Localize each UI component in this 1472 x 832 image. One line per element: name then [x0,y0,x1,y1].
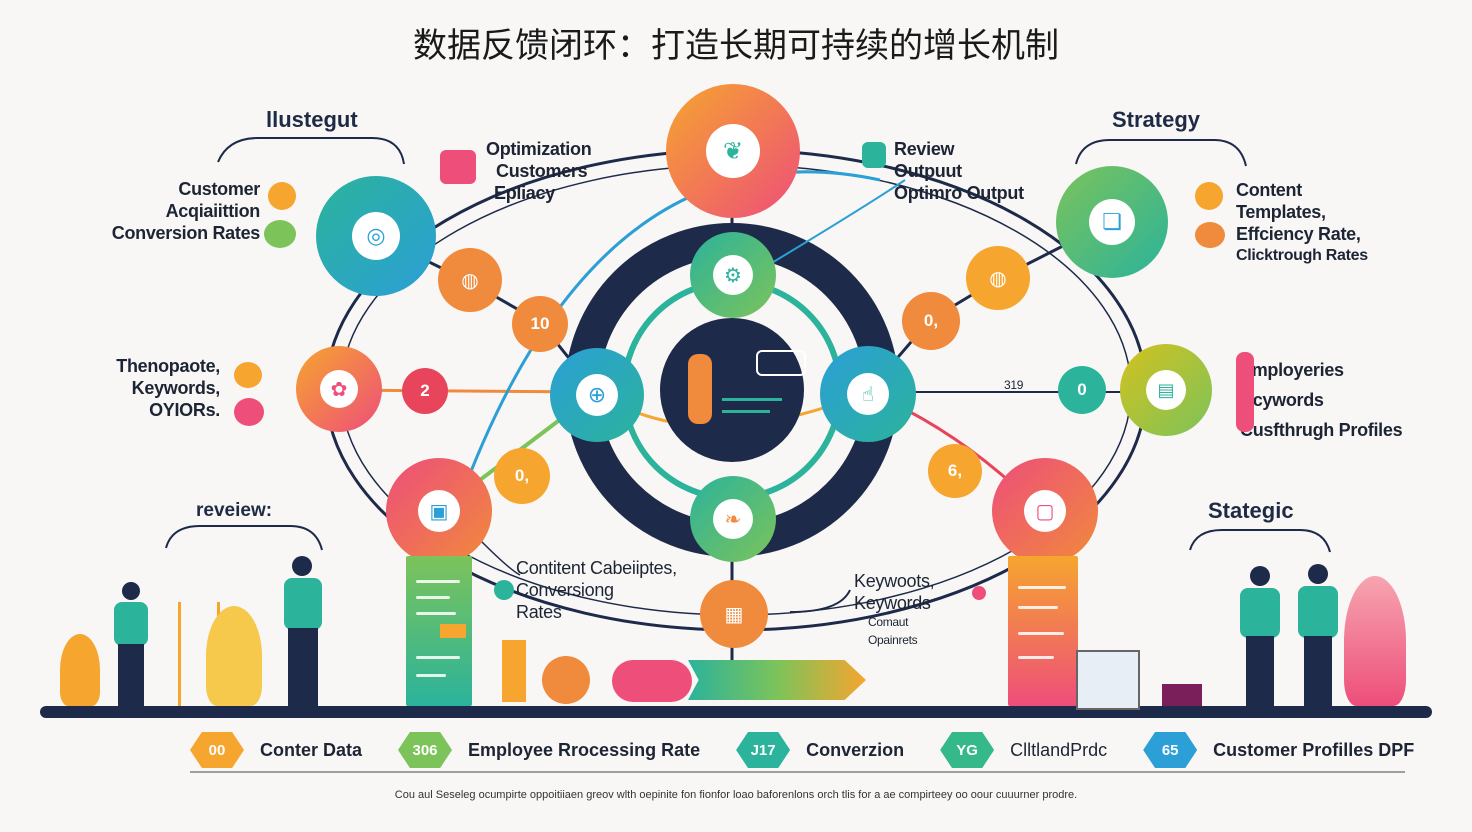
label-employee-profiles: Employeries Kcywords Cusfthrugh Profiles [1240,360,1403,440]
brain-icon: ❦ [706,124,760,178]
label-customer-acquisition: Customer Acqiaiittion Conversion Rates [111,179,261,243]
header-top-left: llustegut [266,107,358,132]
label-keywords-left: Thenopaote, Keywords, OYIORs. [116,356,220,420]
keywords-bottom-node: ▢ [992,458,1098,564]
dot-icon [972,586,986,600]
profile-marker-icon [1236,352,1254,432]
person-left-2 [280,556,328,706]
plant-stand [1076,650,1140,710]
pin-icon [494,580,514,600]
header-bottom-left: reveiew: [196,500,273,521]
legend-label-4: ClltlandPrdc [1010,739,1108,760]
speech-bubble-icon [756,350,806,376]
legend-label-1: Conter Data [260,739,363,760]
node-0-left: 0, [494,448,550,504]
rate-icon [1195,222,1225,248]
document-icon: ❏ [1089,199,1135,245]
label-optimization: Optimization Customers Epliacy [486,139,592,203]
page-title: 数据反馈闭环：打造长期可持续的增长机制 [413,26,1059,66]
label-keywords-bottom: Keywoots, Keywords [854,571,935,613]
customer-acquisition-node: ◎ [316,176,436,296]
label-content-small: Comaut Opainrets [868,615,918,647]
legend-label-3: Converzion [806,739,905,760]
box-icon [440,150,476,184]
person-right-1 [1238,566,1282,706]
target-icon-node: ◎ [352,212,400,260]
mesh-node-right: ◍ [966,246,1030,310]
midline-value: 319 [1004,378,1024,392]
globe-icon: ⊕ [576,374,618,416]
chat-icon [264,220,296,248]
header-bottom-right: Stategic [1208,498,1294,523]
shield-icon [862,142,886,168]
node-0-teal: 0 [1058,366,1106,414]
footer-caption: Cou aul Seseleg ocumpirte oppoitiiaen gr… [394,789,1078,801]
person-right-2 [1296,564,1340,706]
legend-label-5: Customer Profilles DPF [1213,739,1415,760]
leaf-icon: ❧ [713,499,753,539]
screen-line [722,410,770,413]
node-10: 10 [512,296,568,352]
legend-code-4: YG [940,732,995,768]
analysis-node: ⚙ [690,232,776,318]
content-node: ▣ [386,458,492,564]
tree-left-small [60,634,100,706]
strategy-node: ❏ [1056,166,1168,278]
flower-icon: ✿ [320,370,358,408]
output-node: ☝ [820,346,916,442]
legend-code-5: 65 [1143,732,1198,768]
label-content-templates: Content Templates, Effciency Rate, Click… [1236,180,1368,264]
tree-right [1344,576,1406,706]
progress-arrow [688,660,866,700]
keywords-node: ✿ [296,346,382,432]
content-panel [406,556,472,706]
node-0-right: 0, [902,292,960,350]
file-icon: ▣ [418,490,460,532]
person-left-1 [110,582,154,706]
keywords-panel [1008,556,1078,706]
screen-line [722,398,782,401]
node-6: 6, [928,444,982,498]
legend-code-2: 306 [398,732,453,768]
review-node: ❧ [690,476,776,562]
mesh-node-left: ◍ [438,248,502,312]
clipboard-icon: ▢ [1024,490,1066,532]
box-icon-small [1162,684,1202,706]
label-review-output: Review Outpuut Optimro Output [894,139,1024,203]
header-top-right: Strategy [1112,107,1201,132]
legend: 00 Conter Data 306 Employee Rrocessing R… [190,732,1434,768]
center-hub [660,318,806,462]
panel-badge [440,624,466,638]
tree-left [206,606,262,706]
hand-icon: ☝ [847,373,889,415]
grid-node: ▦ [700,580,768,648]
chart-icon: ▤ [1146,370,1186,410]
doc-icon [234,362,262,388]
node-2: 2 [402,368,448,414]
optimization-node: ❦ [666,84,800,218]
legend-code-1: 00 [190,732,244,768]
pill-icon [612,660,692,702]
check-icon [1195,182,1223,210]
bulb-icon [268,182,296,210]
legend-label-2: Employee Rrocessing Rate [468,739,701,760]
target-icon [234,398,264,426]
globe-node: ⊕ [550,348,644,442]
label-content-conversion: Contitent Cabeiiptes, Conversiong Rates [516,558,677,622]
person-figure [688,354,712,424]
gear-icon: ⚙ [713,255,753,295]
employee-node: ▤ [1120,344,1212,436]
legend-code-3: J17 [736,732,791,768]
apple-icon [542,656,590,704]
arrow-up-icon [502,640,526,702]
